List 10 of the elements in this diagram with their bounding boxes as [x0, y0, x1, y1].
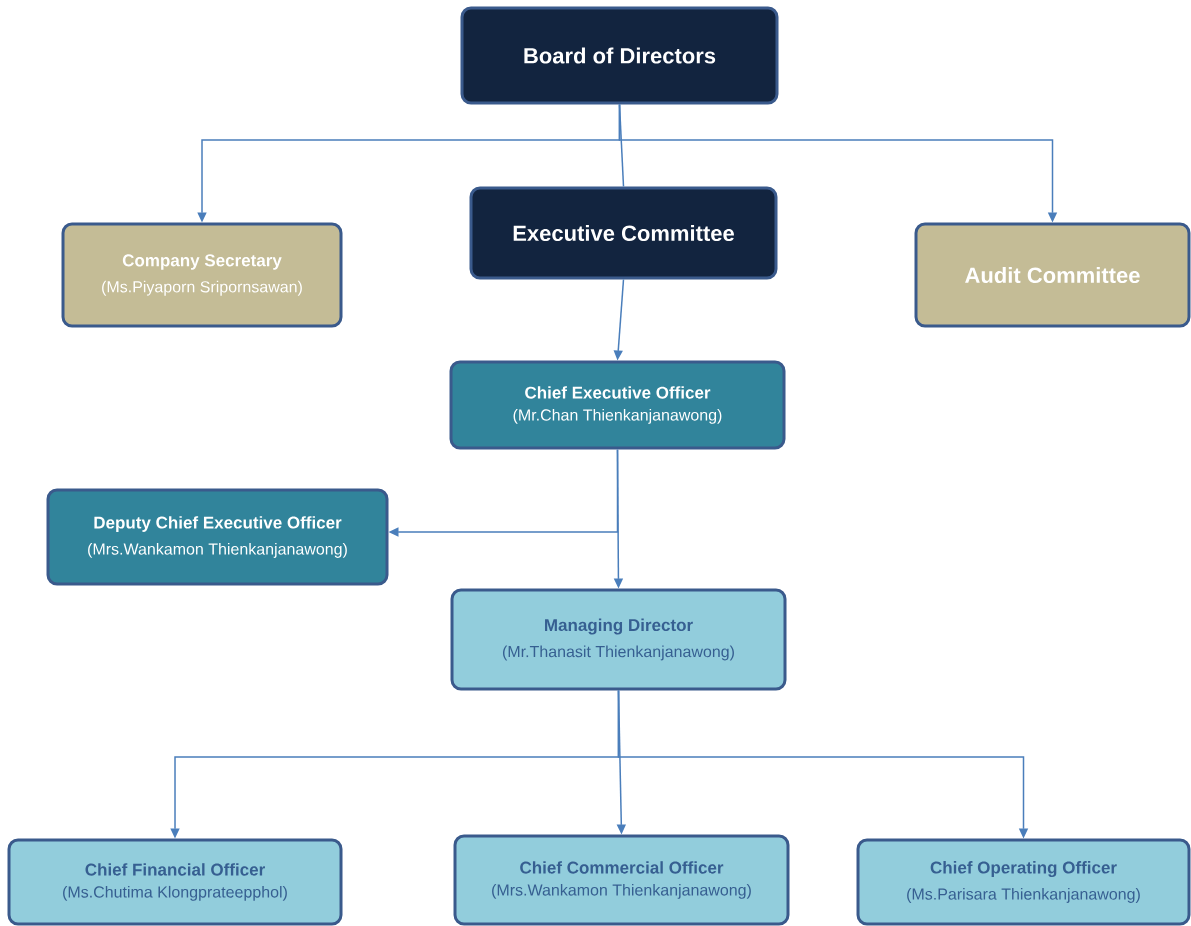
org-box: Chief Operating Officer (Ms.Parisara Thienkanjanawong)	[856, 838, 1191, 926]
org-box: Board of Directors	[460, 6, 779, 105]
org-box: Managing Director (Mr.Thanasit Thienkanjanawong)	[450, 588, 787, 691]
org-box: Deputy Chief Executive Officer (Mrs.Wankamon Thienkanjanawong)	[46, 488, 389, 586]
org-box: Chief Executive Officer (Mr.Chan Thienkanjanawong)	[449, 360, 786, 450]
org-box: Audit Committee	[914, 222, 1191, 328]
org-box: Company Secretary (Ms.Piyaporn Sripornsawan)	[61, 222, 343, 328]
org-box: Executive Committee	[469, 186, 778, 280]
org-box: Chief Financial Officer (Ms.Chutima Klongprateepphol)	[7, 838, 343, 926]
org-box: Chief Commercial Officer (Mrs.Wankamon Thienkanjanawong)	[453, 834, 790, 926]
